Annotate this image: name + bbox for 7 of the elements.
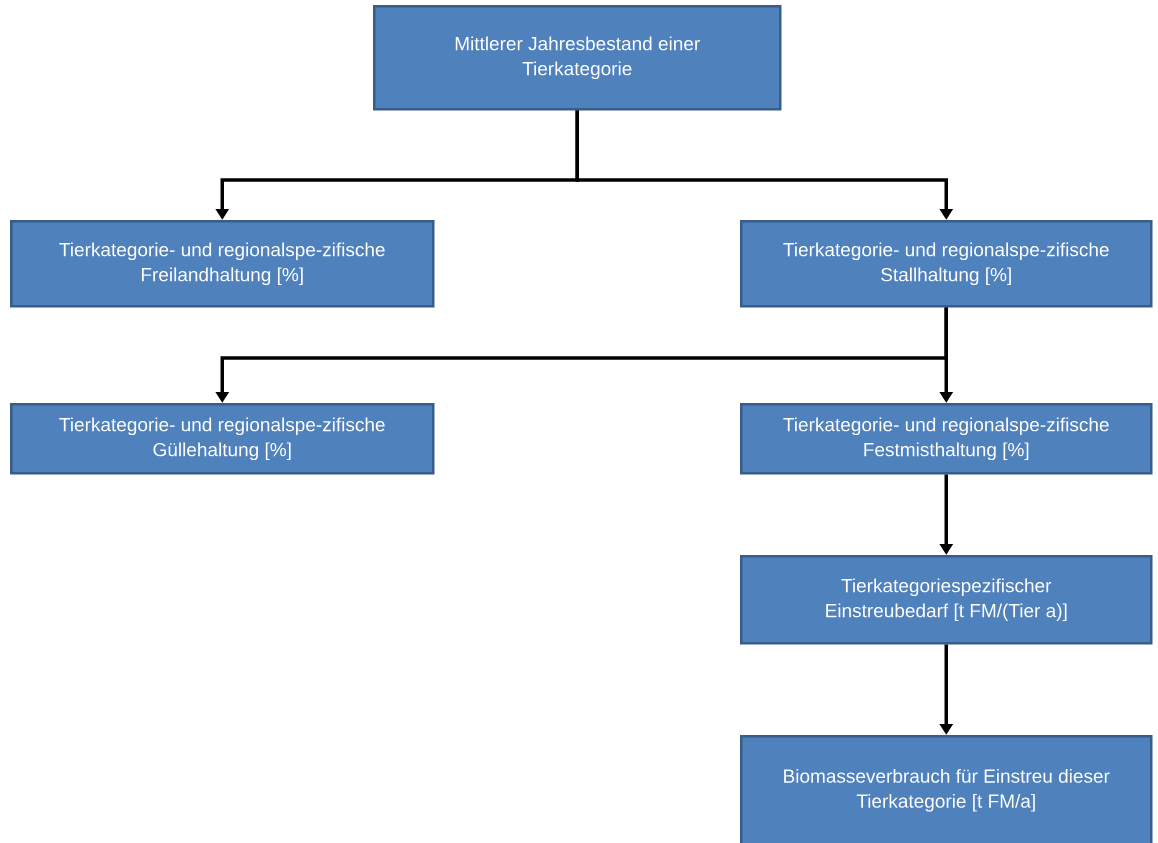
- process-box: Tierkategoriespezifischer Einstreubedarf [t FM/(Tier a)]: [740, 555, 1153, 645]
- process-box: Mittlerer Jahresbestand einer Tierkategorie: [373, 5, 782, 111]
- process-box: Tierkategorie- und regionalspe-zifische Freilandhaltung [%]: [10, 220, 435, 308]
- process-box: Biomasseverbrauch für Einstreu dieser Tierkategorie [t FM/a]: [740, 735, 1153, 843]
- process-box: Tierkategorie- und regionalspe-zifische Festmisthaltung [%]: [740, 403, 1153, 475]
- process-box: Tierkategorie- und regionalspe-zifische Güllehaltung [%]: [10, 403, 435, 475]
- process-box: Tierkategorie- und regionalspe-zifische Stallhaltung [%]: [740, 220, 1153, 308]
